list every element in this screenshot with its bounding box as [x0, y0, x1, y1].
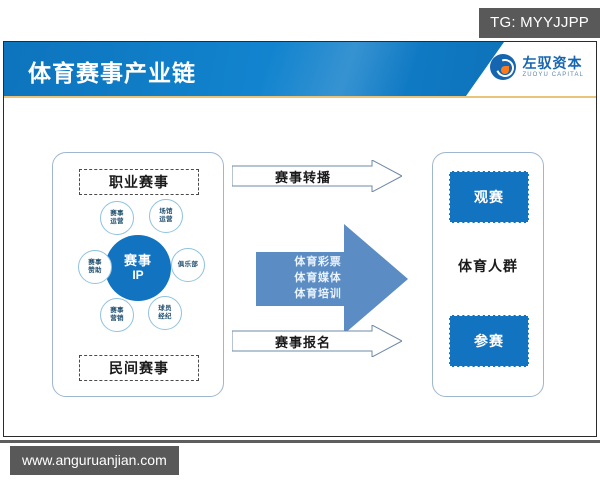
flow-arrow-signup: 赛事报名 — [232, 325, 402, 357]
event-ip-label-en: IP — [132, 267, 144, 282]
right-audience-panel: 观赛 体育人群 参赛 — [432, 152, 544, 397]
event-ip-label-cn: 赛事 — [123, 252, 152, 268]
satellite-node: 球员 经纪 — [148, 296, 182, 330]
header-gold-rule — [4, 96, 596, 98]
box-participate-event: 参赛 — [449, 315, 529, 367]
satellite-node: 俱乐部 — [171, 248, 205, 282]
flow-label-broadcast: 赛事转播 — [274, 169, 331, 185]
footer-divider — [0, 440, 600, 443]
satellite-node: 场馆 运营 — [149, 199, 183, 233]
satellite-line2: 营销 — [110, 315, 124, 322]
logo-text: 左驭资本 ZUOYU CAPITAL — [522, 56, 584, 78]
company-logo: 左驭资本 ZUOYU CAPITAL — [490, 54, 584, 80]
flow-label-services: 体育彩票 体育媒体 体育培训 — [272, 248, 364, 310]
logo-name-en: ZUOYU CAPITAL — [522, 72, 584, 78]
satellite-line1: 赛事 — [110, 306, 124, 314]
satellite-node: 赛事 营销 — [100, 298, 134, 332]
satellite-node: 赛事 运营 — [100, 201, 134, 235]
satellite-node: 赛事 赞助 — [78, 250, 112, 284]
service-line-media: 体育媒体 — [294, 272, 342, 285]
flow-arrow-broadcast: 赛事转播 — [232, 160, 402, 192]
header-sheen-decoration — [168, 42, 510, 96]
tag-amateur-events: 民间赛事 — [79, 355, 199, 381]
logo-name-cn: 左驭资本 — [522, 55, 583, 71]
satellite-line2: 经纪 — [158, 313, 172, 320]
satellite-line1: 赛事 — [88, 258, 102, 266]
site-watermark-badge: www.anguruanjian.com — [10, 446, 179, 475]
slide-canvas: 体育赛事产业链 左驭资本 ZUOYU CAPITAL 职业赛事 赛事 IP 赛事… — [3, 41, 597, 437]
satellite-line2: 运营 — [159, 216, 173, 223]
satellite-line2: 运营 — [110, 218, 124, 225]
slide-header: 体育赛事产业链 左驭资本 ZUOYU CAPITAL — [4, 42, 596, 96]
service-line-training: 体育培训 — [294, 287, 342, 300]
tg-watermark-badge: TG: MYYJJPP — [479, 8, 600, 38]
satellite-line1: 赛事 — [110, 209, 124, 217]
left-event-panel: 职业赛事 赛事 IP 赛事 运营 场馆 运营 俱乐部 球员 经纪 赛事 营销 赛… — [52, 152, 224, 397]
broadcast-arrow-shape — [232, 160, 402, 192]
satellite-line1: 俱乐部 — [177, 260, 199, 268]
satellite-line1: 球员 — [158, 304, 172, 312]
event-ip-circle: 赛事 IP — [105, 235, 171, 301]
satellite-line2: 赞助 — [88, 267, 102, 274]
service-line-lottery: 体育彩票 — [294, 256, 342, 269]
flow-arrow-services: 体育彩票 体育媒体 体育培训 — [256, 224, 408, 334]
logo-swirl-icon — [490, 54, 517, 80]
box-watch-event: 观赛 — [449, 171, 529, 223]
label-sports-population: 体育人群 — [458, 258, 518, 274]
satellite-line1: 场馆 — [159, 207, 173, 215]
signup-arrow-shape — [232, 325, 402, 357]
flow-label-signup: 赛事报名 — [274, 334, 331, 350]
tag-professional-events: 职业赛事 — [79, 169, 199, 195]
services-arrow-shape — [256, 224, 408, 334]
page-title: 体育赛事产业链 — [28, 60, 196, 86]
